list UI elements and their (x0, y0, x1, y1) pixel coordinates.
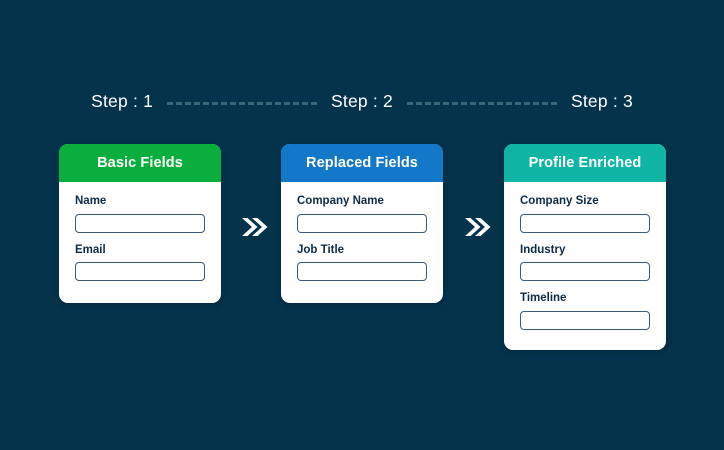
step-label-1: Step : 1 (91, 91, 154, 112)
field-label-name: Name (75, 195, 107, 207)
double-chevron-right-icon (460, 210, 494, 244)
field-input-job-title[interactable] (297, 262, 427, 282)
card-basic-fields: Basic Fields Name Email (59, 144, 221, 303)
dashed-connector-1 (167, 101, 318, 105)
step-rail: Step : 1 Step : 2 Step : 3 (0, 88, 724, 116)
double-chevron-right-icon (237, 210, 271, 244)
field-label-company-name: Company Name (297, 195, 384, 207)
field-group-job-title: Job Title (297, 244, 427, 282)
field-group-timeline: Timeline (520, 292, 650, 330)
card-body-profile-enriched: Company Size Industry Timeline (504, 182, 666, 330)
card-header-basic-fields: Basic Fields (59, 144, 221, 182)
field-group-company-name: Company Name (297, 195, 427, 233)
step-label-3: Step : 3 (570, 91, 633, 112)
field-label-timeline: Timeline (520, 292, 567, 305)
field-group-industry: Industry (520, 244, 650, 282)
card-body-basic-fields: Name Email (59, 182, 221, 282)
field-group-name: Name (75, 195, 205, 233)
field-input-name[interactable] (75, 213, 205, 233)
field-label-job-title: Job Title (297, 243, 345, 256)
step-label-2: Step : 2 (331, 91, 393, 112)
field-input-timeline[interactable] (520, 310, 650, 330)
field-label-company-size: Company Size (520, 195, 599, 207)
card-header-replaced-fields: Replaced Fields (281, 144, 443, 182)
field-input-company-size[interactable] (520, 213, 650, 233)
field-input-company-name[interactable] (297, 213, 427, 233)
field-input-email[interactable] (75, 262, 205, 282)
card-body-replaced-fields: Company Name Job Title (281, 182, 443, 282)
field-label-email: Email (75, 243, 106, 256)
dashed-connector-2 (406, 101, 557, 105)
card-profile-enriched: Profile Enriched Company Size Industry T… (504, 144, 666, 350)
field-group-company-size: Company Size (520, 195, 650, 233)
field-input-industry[interactable] (520, 262, 650, 282)
field-label-industry: Industry (520, 243, 566, 256)
field-group-email: Email (75, 244, 205, 282)
card-header-profile-enriched: Profile Enriched (504, 144, 666, 182)
card-replaced-fields: Replaced Fields Company Name Job Title (281, 144, 443, 303)
